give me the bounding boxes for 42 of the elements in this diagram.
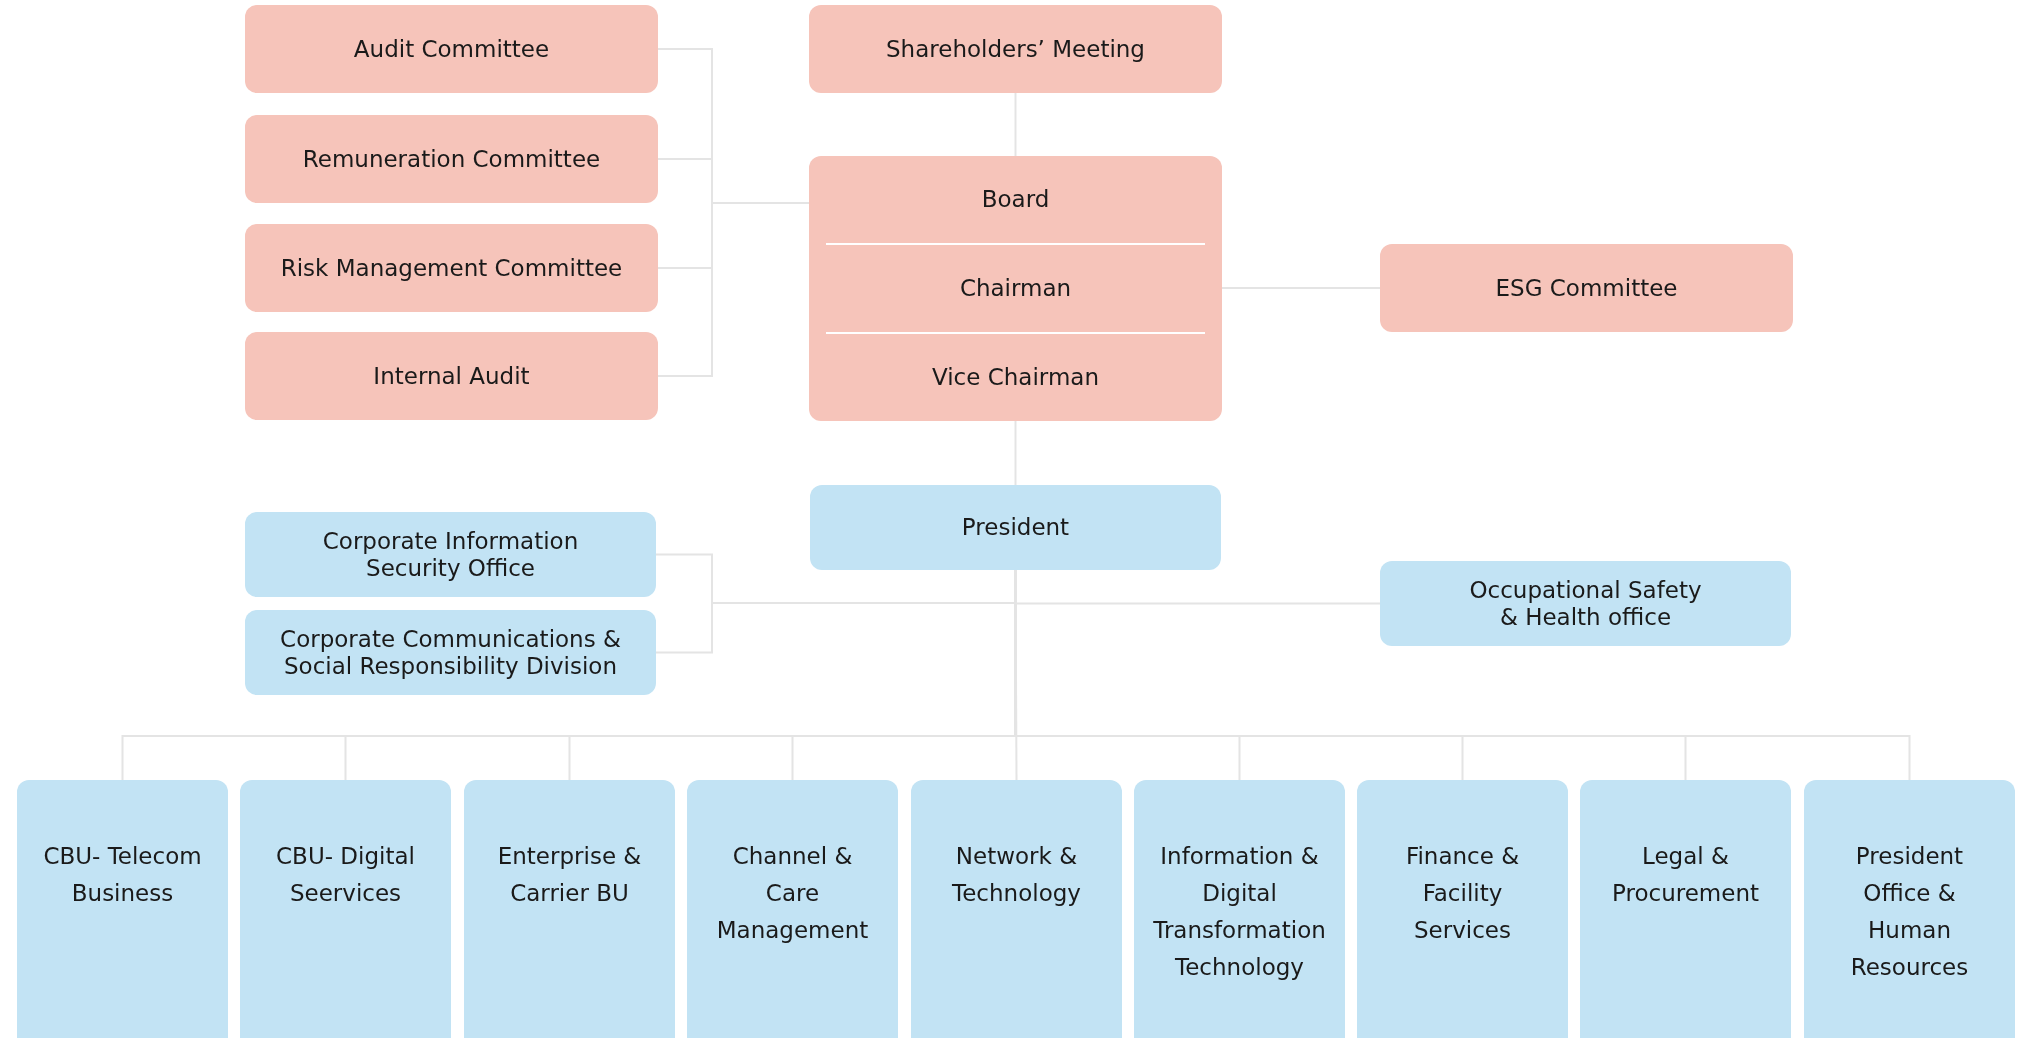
box-label: CBU- Telecom Business — [42, 842, 203, 908]
org-box — [245, 5, 658, 93]
box-label: Enterprise & Carrier BU — [496, 842, 643, 908]
box-label: Network & Technology — [951, 842, 1082, 908]
org-box — [687, 780, 898, 1038]
org-box — [810, 485, 1221, 570]
org-box — [240, 780, 451, 1038]
box-label: CBU- Digital Seervices — [275, 842, 416, 908]
box-label: Shareholders’ Meeting — [885, 35, 1146, 63]
box-label: Internal Audit — [372, 362, 531, 390]
org-box — [809, 5, 1222, 93]
org-box — [245, 610, 656, 695]
box-label: Corporate Communications & Social Responsibility Division — [279, 625, 622, 680]
org-box — [1380, 244, 1793, 332]
org-box — [911, 780, 1122, 1038]
title-text: Chairman — [958, 275, 1073, 302]
org-box — [245, 224, 658, 312]
org-box — [464, 780, 675, 1038]
org-box — [1580, 780, 1791, 1038]
box-label: President — [960, 514, 1071, 541]
org-box — [245, 115, 658, 203]
box-label: Risk Management Committee — [279, 254, 624, 282]
box-label: Occupational Safety & Health office — [1468, 576, 1703, 631]
box-label: Legal & Procurement — [1611, 842, 1760, 908]
org-box — [1804, 780, 2015, 1038]
box-label: Audit Committee — [352, 35, 551, 63]
title-text: Board — [980, 186, 1051, 213]
org-box — [245, 332, 658, 420]
box-label: Remuneration Committee — [301, 145, 602, 173]
title-text: Vice Chairman — [931, 364, 1100, 391]
box-label: Corporate Information Security Office — [321, 527, 580, 582]
org-box — [17, 780, 228, 1038]
org-box — [245, 512, 656, 597]
org-box — [1380, 561, 1791, 646]
org-box — [1357, 780, 1568, 1038]
box-label: Finance & Facility Services — [1404, 842, 1521, 945]
box-label: ESG Committee — [1494, 274, 1679, 302]
org-box — [1134, 780, 1345, 1038]
box-label: Information & Digital Transformation Technology — [1152, 842, 1327, 982]
board-box — [809, 156, 1222, 421]
box-label: Channel & Care Management — [715, 842, 870, 945]
box-label: President Office & Human Resources — [1849, 842, 1970, 982]
